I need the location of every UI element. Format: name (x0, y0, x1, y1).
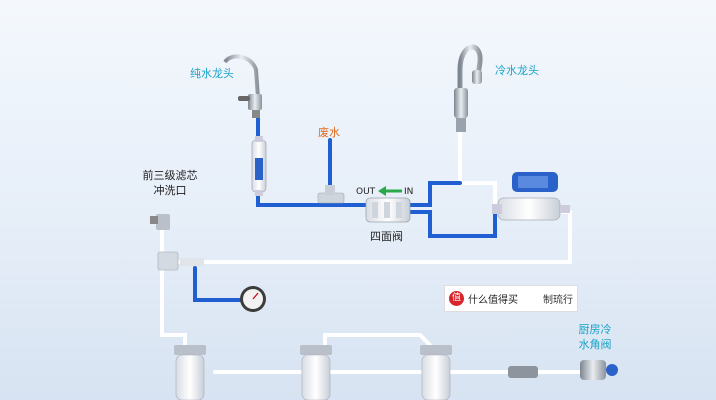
watermark-logo-icon: 值 (449, 291, 464, 306)
waste-tee-fitting-icon (317, 185, 345, 204)
watermark: 值 什么值得买 制琉行 (444, 285, 578, 312)
watermark-text: 什么值得买 (468, 295, 518, 306)
pressure-gauge-icon (240, 286, 266, 312)
label-prefilter-flush: 前三级滤芯冲洗口 (142, 169, 198, 197)
label-pure-water-faucet: 纯水龙头 (190, 67, 234, 80)
cold-water-faucet-icon (454, 44, 483, 132)
label-in: IN (404, 187, 414, 197)
prefilter-3-icon (420, 345, 452, 400)
prefilter-1-icon (174, 345, 206, 400)
watermark-sub: 制琉行 (543, 295, 573, 306)
label-kitchen-valve: 厨房冷水角阀 (578, 323, 612, 351)
prefilter-2-icon (300, 345, 332, 400)
pure-water-faucet-icon (223, 54, 262, 118)
white-pipes (160, 128, 582, 374)
label-waste-water: 废水 (318, 126, 340, 139)
label-four-way-valve: 四面阀 (370, 230, 403, 243)
four-way-valve-icon (365, 197, 411, 223)
kitchen-angle-valve-icon (580, 360, 618, 380)
label-out: OUT (356, 187, 376, 197)
flow-arrow-icon (378, 186, 402, 196)
blue-pipes (193, 108, 497, 302)
label-cold-water-faucet: 冷水龙头 (495, 64, 539, 77)
post-filter-icon (251, 136, 267, 196)
tee-fitting-icon (157, 251, 204, 271)
ro-membrane-icon (492, 172, 570, 221)
flush-valve-icon (150, 214, 170, 230)
check-valve-icon (508, 366, 538, 378)
